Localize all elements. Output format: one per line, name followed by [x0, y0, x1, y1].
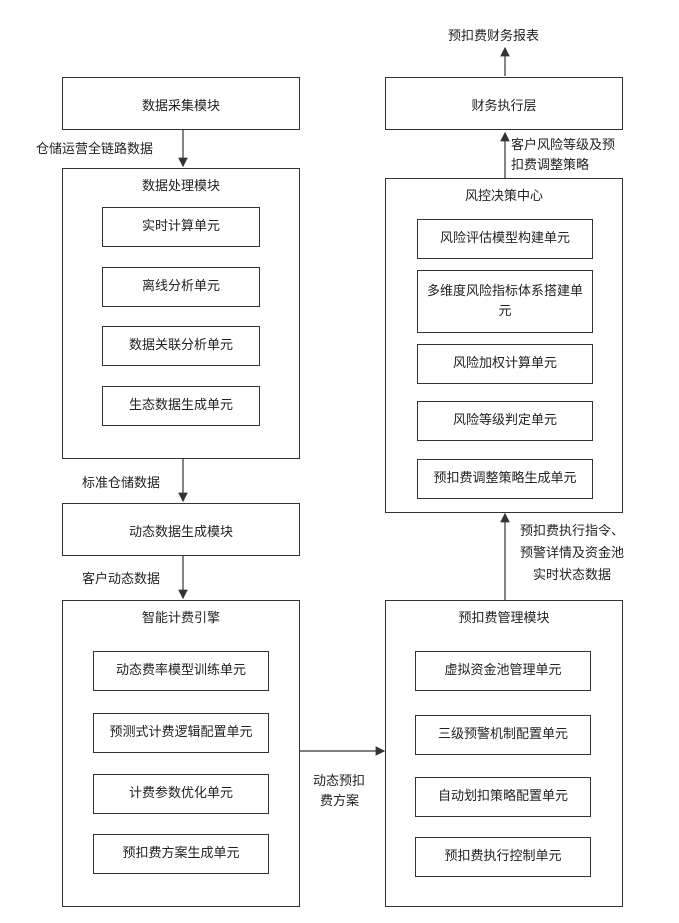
risk-center-box: 风控决策中心 风险评估模型构建单元 多维度风险指标体系搭建单元 风险加权计算单元… [385, 178, 623, 513]
prepay-to-risk-label-line1: 预扣费执行指令、 [520, 522, 624, 542]
process-unit-offline: 离线分析单元 [102, 267, 260, 307]
process-unit-correlation: 数据关联分析单元 [102, 326, 260, 366]
risk-unit-indicator-system: 多维度风险指标体系搭建单元 [417, 270, 593, 333]
risk-center-title: 风控决策中心 [386, 185, 622, 204]
prepay-unit-virtual-pool: 虚拟资金池管理单元 [415, 651, 591, 691]
engine-unit-plan-gen: 预扣费方案生成单元 [93, 834, 269, 874]
top-output-label: 预扣费财务报表 [448, 27, 539, 47]
prepay-unit-warning-config: 三级预警机制配置单元 [415, 715, 591, 755]
prepay-to-risk-label-line2: 预警详情及资金池 [520, 544, 624, 564]
prepay-mgmt-title: 预扣费管理模块 [386, 607, 622, 626]
process-unit-eco-data: 生态数据生成单元 [102, 386, 260, 426]
risk-unit-model-build: 风险评估模型构建单元 [417, 219, 593, 259]
data-collect-box: 数据采集模块 [62, 77, 300, 130]
risk-to-finance-label-line1: 客户风险等级及预 [511, 136, 615, 156]
data-process-box: 数据处理模块 实时计算单元 离线分析单元 数据关联分析单元 生态数据生成单元 [62, 168, 300, 459]
engine-unit-rate-model: 动态费率模型训练单元 [93, 651, 269, 691]
engine-to-prepay-label-line1: 动态预扣 [313, 772, 365, 792]
risk-unit-weighted-calc: 风险加权计算单元 [417, 344, 593, 384]
dynamic-data-box: 动态数据生成模块 [62, 503, 300, 556]
engine-to-prepay-label-line2: 费方案 [320, 792, 359, 812]
finance-exec-box: 财务执行层 [385, 77, 623, 130]
process-to-dynamic-label: 标准仓储数据 [82, 474, 160, 494]
dynamic-to-engine-label: 客户动态数据 [82, 570, 160, 590]
data-process-title: 数据处理模块 [63, 175, 299, 194]
engine-unit-predictive-logic: 预测式计费逻辑配置单元 [93, 713, 269, 753]
dynamic-data-title: 动态数据生成模块 [63, 521, 299, 540]
prepay-unit-auto-deduct: 自动划扣策略配置单元 [415, 777, 591, 817]
prepay-mgmt-box: 预扣费管理模块 虚拟资金池管理单元 三级预警机制配置单元 自动划扣策略配置单元 … [385, 600, 623, 907]
finance-exec-title: 财务执行层 [386, 95, 622, 114]
billing-engine-title: 智能计费引擎 [63, 607, 299, 626]
collect-to-process-label: 仓储运营全链路数据 [36, 140, 153, 160]
risk-to-finance-label-line2: 扣费调整策略 [511, 156, 589, 176]
engine-unit-param-optimize: 计费参数优化单元 [93, 774, 269, 814]
prepay-to-risk-label-line3: 实时状态数据 [533, 566, 611, 586]
risk-unit-level-judge: 风险等级判定单元 [417, 401, 593, 441]
risk-unit-strategy-gen: 预扣费调整策略生成单元 [417, 459, 593, 499]
data-collect-title: 数据采集模块 [63, 95, 299, 114]
billing-engine-box: 智能计费引擎 动态费率模型训练单元 预测式计费逻辑配置单元 计费参数优化单元 预… [62, 600, 300, 907]
process-unit-realtime: 实时计算单元 [102, 207, 260, 247]
prepay-unit-exec-control: 预扣费执行控制单元 [415, 837, 591, 877]
